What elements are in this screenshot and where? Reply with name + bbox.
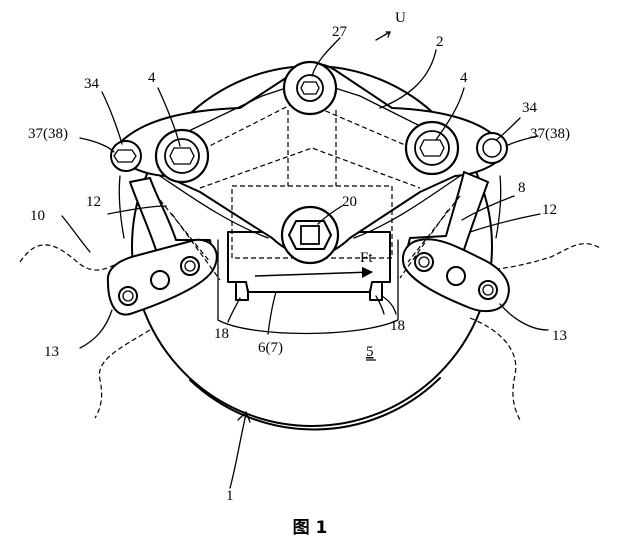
right-plate-hole-1-inner [418, 256, 430, 268]
label-34-left: 34 [84, 76, 100, 92]
bridge-hidden-lines [181, 99, 441, 259]
fastener-27-inner [296, 74, 324, 102]
label-27: 27 [332, 24, 348, 40]
label-13-left: 13 [44, 344, 59, 360]
fastener-4-right-hex [419, 139, 445, 157]
left-plate-hole-3-inner [184, 260, 196, 272]
ft-arrow [254, 266, 374, 278]
fastener-4-left-hex [169, 147, 195, 165]
side-curve-left [118, 175, 125, 239]
fastener-27-hex [300, 81, 320, 95]
bridge-lower-outline [159, 175, 461, 239]
fastener-37-left-hex [113, 149, 137, 163]
label-U: U [395, 10, 406, 26]
label-37-left: 37(38) [28, 126, 68, 142]
label-ft: Ft [360, 250, 373, 266]
fastener-37-right-inner [482, 138, 502, 158]
core-notch-right [369, 281, 383, 301]
label-2: 2 [436, 34, 444, 50]
figure-caption: 图 1 [293, 518, 328, 538]
label-6-7: 6(7) [258, 340, 283, 356]
label-5: 5 [366, 344, 374, 360]
label-10: 10 [30, 208, 45, 224]
label-18-left: 18 [214, 326, 229, 342]
left-plate-hole-1-inner [122, 290, 134, 302]
label-8: 8 [518, 180, 526, 196]
right-plate-hole-3-inner [482, 284, 494, 296]
label-12-right: 12 [542, 202, 557, 218]
left-plate-hole-2 [150, 270, 170, 290]
body-bottom-edge [189, 377, 441, 431]
label-18-right: 18 [390, 318, 405, 334]
label-13-right: 13 [552, 328, 567, 344]
leader-lines [61, 31, 549, 489]
label-4-left: 4 [148, 70, 156, 86]
label-12-left: 12 [86, 194, 101, 210]
right-hidden-arm [399, 195, 461, 279]
right-dashed-contour [454, 243, 601, 271]
fastener-20-socket [300, 225, 320, 245]
left-hidden-arm [159, 199, 221, 281]
fastener-37-left [110, 140, 142, 172]
fastener-4-left-inner [164, 138, 200, 174]
label-34-right: 34 [522, 100, 538, 116]
label-37-right: 37(38) [530, 126, 570, 142]
left-lower-dashed [94, 329, 151, 419]
fastener-4-right-inner [414, 130, 450, 166]
label-4-right: 4 [460, 70, 468, 86]
side-curve-right [495, 175, 502, 239]
stator-block [217, 239, 399, 335]
core-notch-left [235, 281, 249, 301]
left-dashed-contour [19, 244, 121, 271]
label-20: 20 [342, 194, 357, 210]
right-lower-dashed [469, 317, 521, 421]
label-1: 1 [226, 488, 234, 504]
right-plate-hole-2 [446, 266, 466, 286]
